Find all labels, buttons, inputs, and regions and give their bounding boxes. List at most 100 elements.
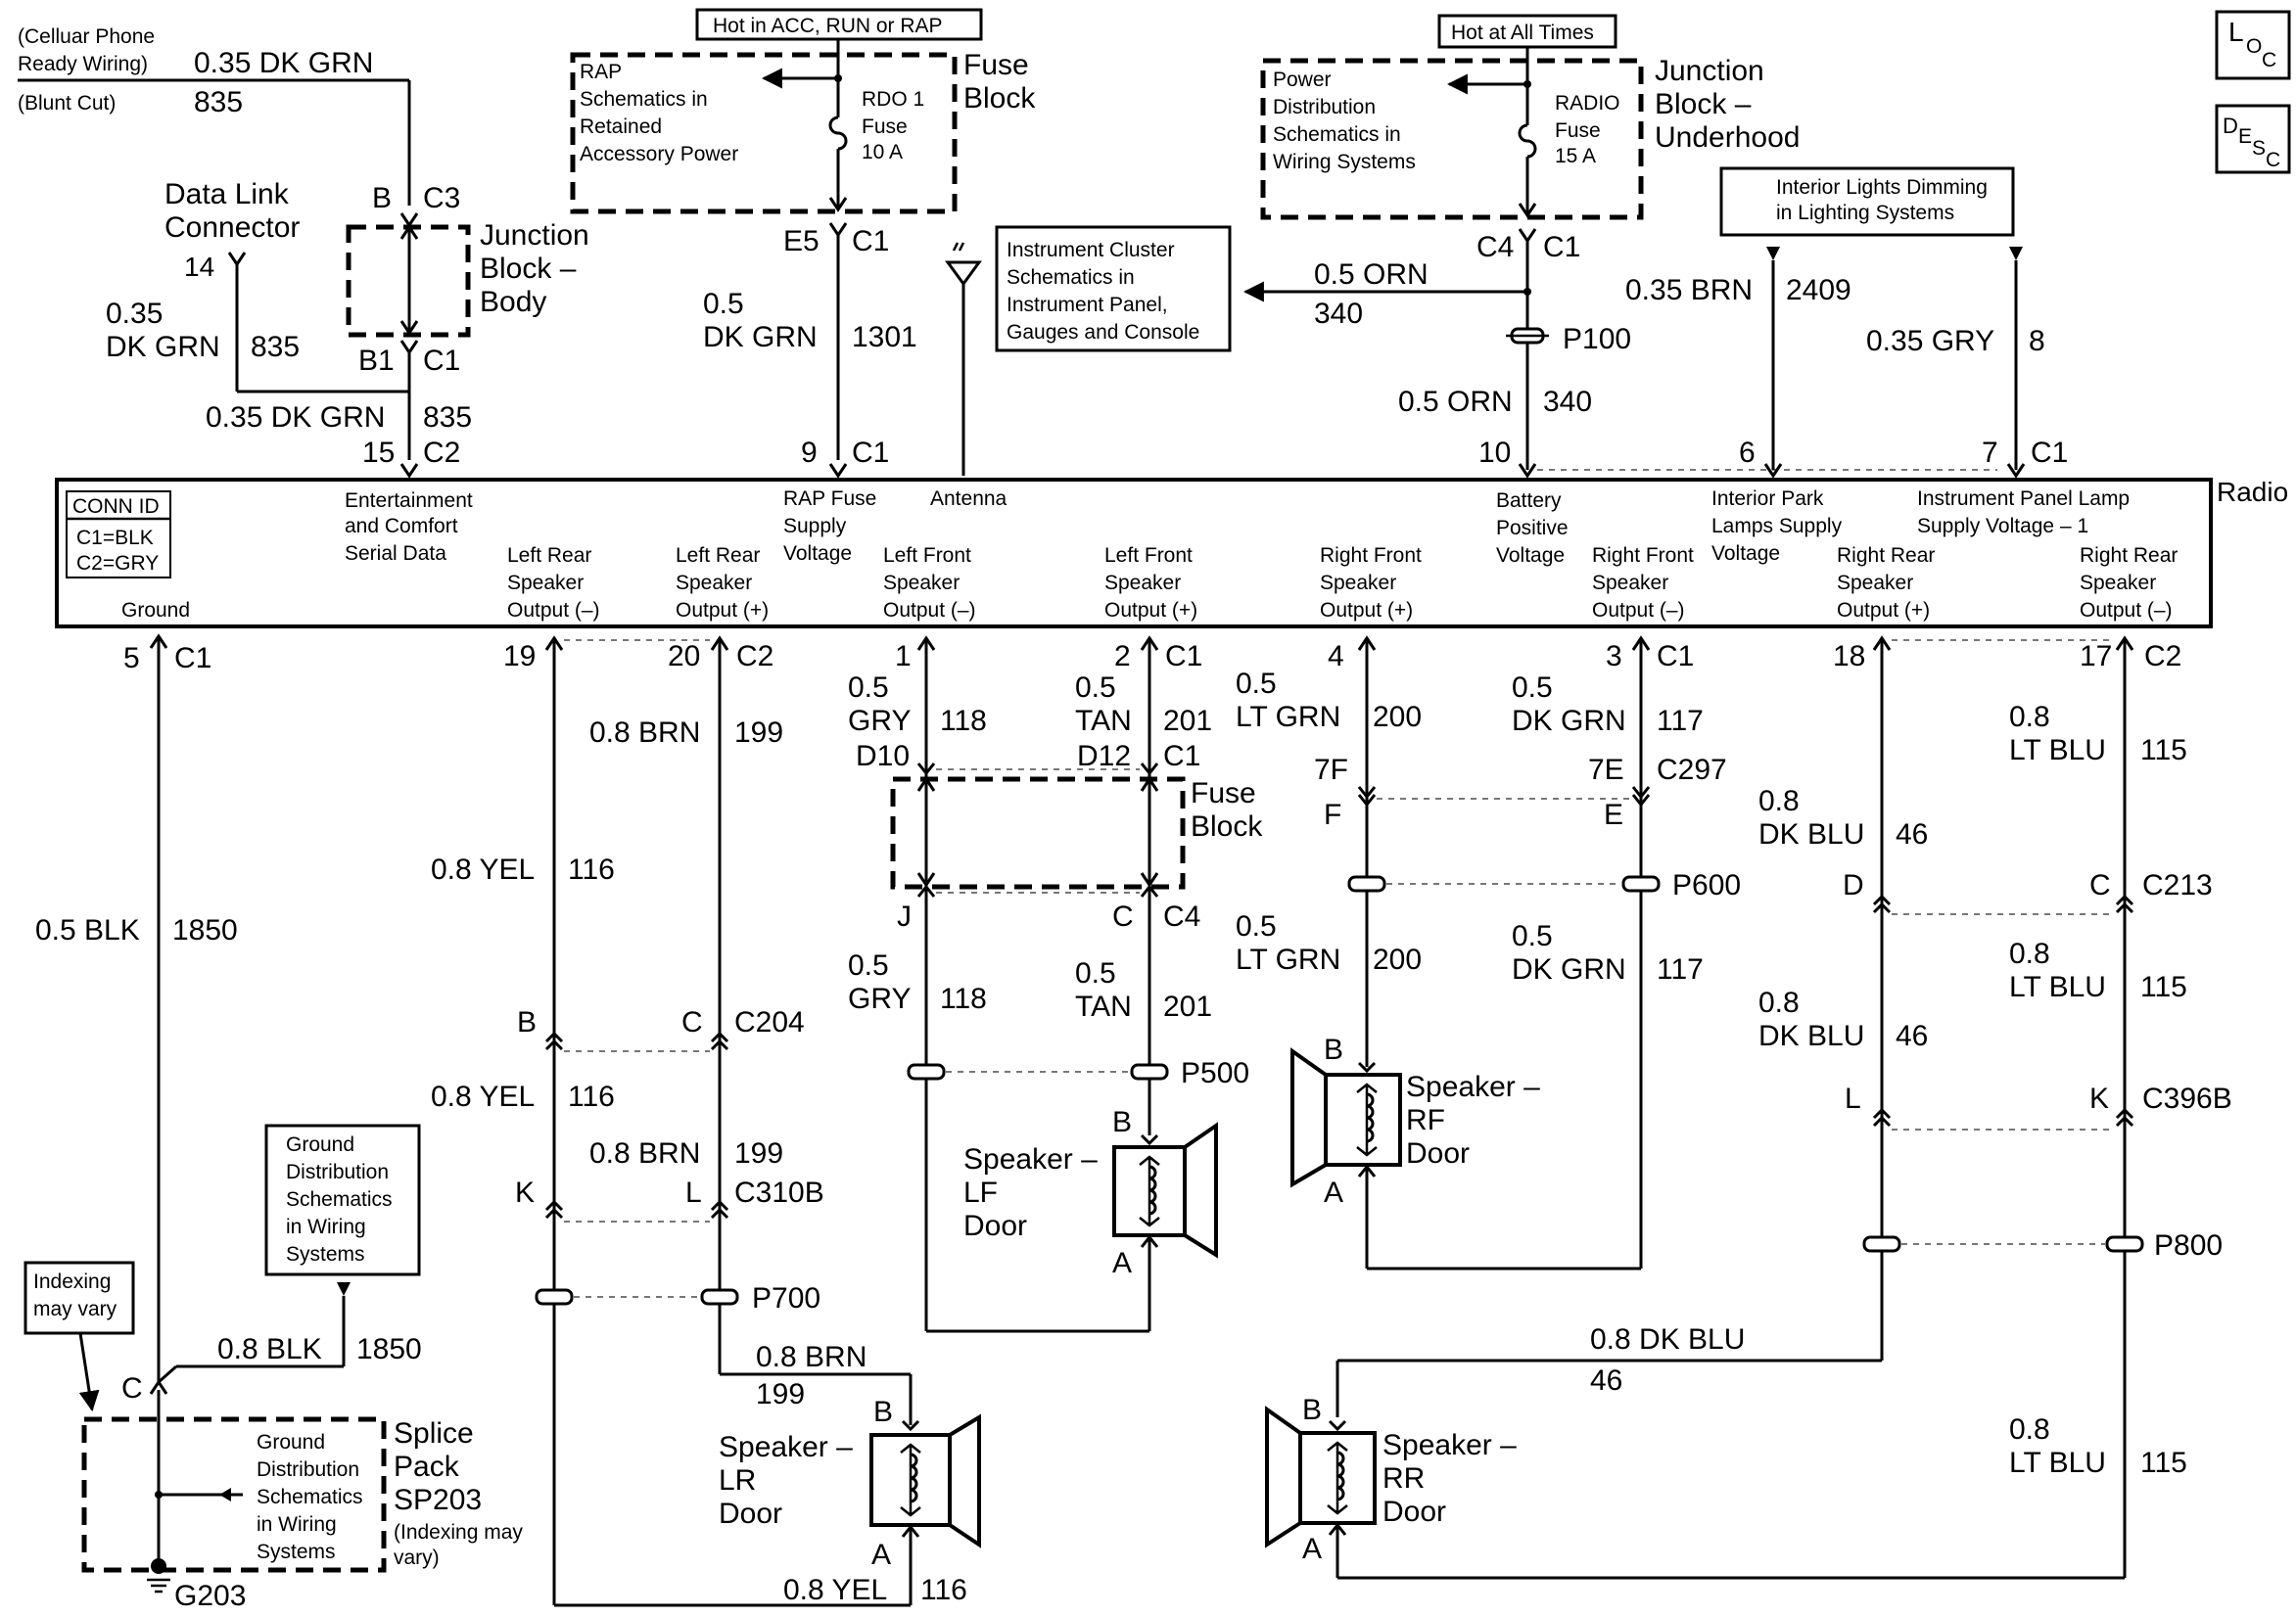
rdo1-fuse-3: 10 A bbox=[862, 141, 903, 163]
dim-circuit-2: 8 bbox=[2029, 325, 2045, 357]
lr-brn-gauge-3: 0.8 BRN bbox=[756, 1341, 867, 1373]
lr-speaker-coil-icon bbox=[900, 1443, 921, 1517]
rf-dk2-g1: 0.5 bbox=[1512, 920, 1553, 952]
ground-branch-diag bbox=[158, 1364, 177, 1384]
dlc-gauge-1: 0.35 bbox=[106, 298, 163, 330]
rap-circuit: 1301 bbox=[852, 321, 917, 353]
rdo1-fuse-icon bbox=[828, 116, 848, 151]
dimming-section: Interior Lights Dimming in Lighting Syst… bbox=[1625, 166, 2068, 479]
ground-circuit-2: 1850 bbox=[356, 1333, 422, 1365]
pin-7: 7 bbox=[1982, 437, 1998, 469]
dimming-arrow-1-icon bbox=[1766, 247, 1780, 260]
desc-c: C bbox=[2266, 149, 2280, 171]
blunt-cut-label: (Blunt Cut) bbox=[18, 92, 116, 115]
pin-label-ipl-1: Instrument Panel Lamp bbox=[1917, 487, 2130, 510]
splice-branch-arrow-icon bbox=[219, 1488, 231, 1502]
jb-underhood-1: Junction bbox=[1655, 55, 1764, 87]
pin-1: 1 bbox=[895, 640, 912, 672]
rr-lb-g2: LT BLU bbox=[2009, 734, 2106, 766]
p600-splice-2-icon bbox=[1621, 875, 1661, 893]
right-rear-speaker-circuit: 18 17 C2 0.8 LT BLU 115 0.8 DK BLU 46 D … bbox=[1265, 635, 2232, 1580]
lf-gry-g1: 0.5 bbox=[848, 671, 889, 704]
lr-yel-circuit-3: 116 bbox=[920, 1574, 967, 1606]
radio-7-connector-icon bbox=[2006, 463, 2026, 479]
rap-fuse-section: Hot in ACC, RUN or RAP RAP Schematics in… bbox=[570, 8, 1036, 479]
splice-ref-4: in Wiring bbox=[257, 1513, 337, 1536]
pin-c1-jb: C1 bbox=[423, 345, 460, 377]
c297-f-icon bbox=[1357, 786, 1377, 808]
rf-speaker-cone-icon bbox=[1290, 1047, 1328, 1188]
rr-speaker-winding-icon bbox=[1336, 1451, 1345, 1502]
rr-spk-pin-b: B bbox=[1302, 1394, 1322, 1426]
lf-gry-g2: GRY bbox=[848, 705, 911, 737]
dimming-ref-2: in Lighting Systems bbox=[1776, 202, 1954, 224]
rr-db-g2: DK BLU bbox=[1758, 818, 1864, 851]
pin-label-lf-neg-3: Output (–) bbox=[883, 599, 976, 622]
cluster-ref-4: Gauges and Console bbox=[1007, 321, 1199, 344]
lf-fb-c1: C1 bbox=[1163, 740, 1200, 772]
rr-speaker-label-1: Speaker – bbox=[1382, 1429, 1517, 1461]
pin-c2-radio: C2 bbox=[423, 437, 460, 469]
c213-label: C213 bbox=[2142, 869, 2213, 901]
rf-lt2-g1: 0.5 bbox=[1236, 910, 1277, 943]
lf-j-icon bbox=[916, 884, 936, 898]
branch-circuit: 340 bbox=[1314, 298, 1363, 330]
rr-db-circuit: 46 bbox=[1896, 818, 1928, 851]
hot-at-all-times-box bbox=[1437, 14, 1617, 49]
radio-fuse-arrow-icon bbox=[1518, 203, 1537, 218]
pin-label-rr-pos-3: Output (+) bbox=[1837, 599, 1930, 622]
pin-label-rr-neg-1: Right Rear bbox=[2080, 544, 2178, 567]
dlc-pin-14: 14 bbox=[184, 252, 214, 282]
lf-d12-icon bbox=[1140, 762, 1159, 776]
rr-speaker-coil-icon bbox=[1327, 1441, 1348, 1515]
c310b-k-icon bbox=[544, 1199, 564, 1220]
ground-circuit: 1850 bbox=[172, 914, 238, 947]
lr-yel-circuit-2: 116 bbox=[568, 1081, 615, 1113]
left-rear-speaker-circuit: 19 20 C2 0.8 BRN 199 0.8 YEL 116 B C C20… bbox=[431, 635, 981, 1607]
lf-pin-j: J bbox=[897, 901, 912, 933]
pin-label-park-3: Voltage bbox=[1711, 542, 1780, 565]
ground-ref-2: Distribution bbox=[286, 1161, 389, 1183]
jb-body-label-2: Block – bbox=[480, 253, 577, 285]
lr-brn-circuit: 199 bbox=[734, 716, 783, 749]
lr-brn-gauge: 0.8 BRN bbox=[589, 716, 700, 749]
jb-body-label-3: Body bbox=[480, 286, 546, 318]
c396b-k-icon bbox=[2115, 1107, 2134, 1128]
pin-label-ent-3: Serial Data bbox=[345, 542, 446, 565]
p500-splice-1-icon bbox=[907, 1063, 946, 1081]
ground-gauge-2: 0.8 BLK bbox=[217, 1333, 322, 1365]
radio-fuse-3: 15 A bbox=[1555, 145, 1596, 167]
p800-label: P800 bbox=[2154, 1229, 2223, 1262]
pin-label-lf-neg-1: Left Front bbox=[883, 544, 971, 567]
conn-id-c1: C1=BLK bbox=[76, 527, 154, 549]
lf-tan-circuit: 201 bbox=[1163, 705, 1212, 737]
rap-ref-1: RAP bbox=[580, 61, 622, 83]
c204-b-icon bbox=[544, 1031, 564, 1051]
rf-dk2-circuit: 117 bbox=[1657, 953, 1704, 986]
rr-lb-g1: 0.8 bbox=[2009, 701, 2050, 733]
lr-pin-k: K bbox=[515, 1177, 535, 1209]
ground-ref-3: Schematics bbox=[286, 1188, 393, 1211]
p800-splice-1-icon bbox=[1862, 1235, 1901, 1253]
pin-label-rap-3: Voltage bbox=[783, 542, 852, 565]
pin-c3: C3 bbox=[423, 182, 460, 214]
rf-lt-circuit: 200 bbox=[1373, 701, 1422, 733]
lf-spk-pin-a: A bbox=[1112, 1247, 1132, 1279]
lr-speaker-label-3: Door bbox=[719, 1498, 782, 1530]
dim-circuit-1: 2409 bbox=[1786, 274, 1851, 306]
dimming-ref-1: Interior Lights Dimming bbox=[1776, 176, 1988, 199]
loc-l: L bbox=[2228, 17, 2244, 47]
rap-gauge-2: DK GRN bbox=[703, 321, 818, 353]
ground-ref-4: in Wiring bbox=[286, 1216, 366, 1238]
antenna-icon bbox=[945, 260, 982, 287]
pin-4: 4 bbox=[1328, 640, 1344, 672]
rf-pin-f: F bbox=[1324, 799, 1341, 831]
jb-body-label-1: Junction bbox=[480, 219, 589, 252]
pin-label-park-2: Lamps Supply bbox=[1711, 515, 1843, 537]
branch-gauge: 0.5 ORN bbox=[1314, 258, 1429, 291]
lf-speaker-label-2: LF bbox=[963, 1177, 998, 1209]
radio-label: Radio bbox=[2217, 477, 2288, 507]
left-front-speaker-circuit: 1 2 C1 0.5 GRY 118 0.5 TAN 201 D10 D12 C… bbox=[848, 635, 1263, 1333]
c310b-l-icon bbox=[710, 1199, 729, 1220]
